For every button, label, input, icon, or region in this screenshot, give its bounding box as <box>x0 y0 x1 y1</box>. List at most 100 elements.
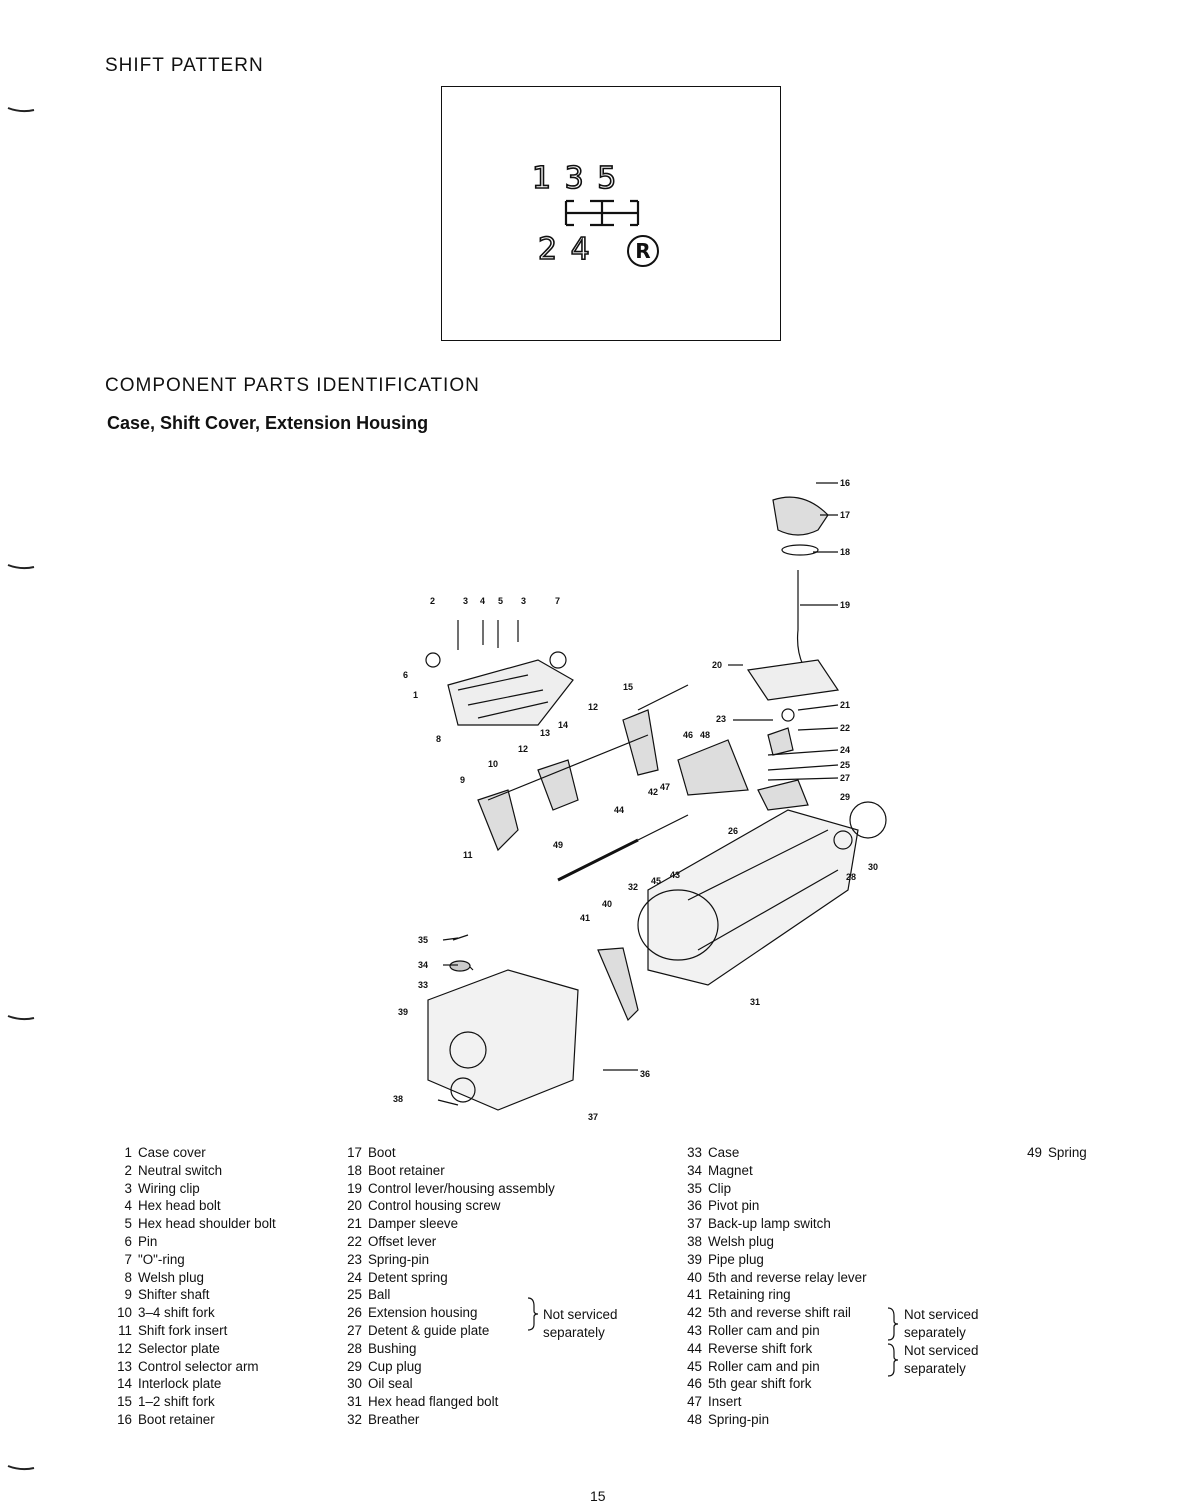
diagram-label: 18 <box>840 547 850 557</box>
diagram-label: 5 <box>498 596 503 606</box>
brace-icon <box>887 1343 899 1377</box>
diagram-label: 3 <box>463 596 468 606</box>
brace-icon <box>887 1307 899 1341</box>
diagram-label: 39 <box>398 1007 408 1017</box>
diagram-label: 1 <box>413 690 418 700</box>
diagram-label: 32 <box>628 882 638 892</box>
margin-mark <box>6 557 36 570</box>
diagram-label: 47 <box>660 782 670 792</box>
diagram-label: 26 <box>728 826 738 836</box>
not-serviced-note: Not serviced <box>904 1307 979 1322</box>
diagram-label: 25 <box>840 760 850 770</box>
diagram-label: 16 <box>840 478 850 488</box>
not-serviced-note: separately <box>543 1325 605 1340</box>
diagram-label: 21 <box>840 700 850 710</box>
shift-pattern-heading: SHIFT PATTERN <box>105 55 264 76</box>
diagram-label: 28 <box>846 872 856 882</box>
diagram-label: 6 <box>403 670 408 680</box>
diagram-label: 38 <box>393 1094 403 1104</box>
diagram-label: 19 <box>840 600 850 610</box>
diagram-label: 2 <box>430 596 435 606</box>
diagram-label: 41 <box>580 913 590 923</box>
component-parts-heading: COMPONENT PARTS IDENTIFICATION <box>105 375 480 396</box>
diagram-label: 8 <box>436 734 441 744</box>
diagram-label: 46 <box>683 730 693 740</box>
diagram-label: 23 <box>716 714 726 724</box>
page-number: 15 <box>590 1488 606 1504</box>
diagram-label: 12 <box>518 744 528 754</box>
not-serviced-note: Not serviced <box>904 1343 979 1358</box>
diagram-label: 14 <box>558 720 568 730</box>
diagram-label: 48 <box>700 730 710 740</box>
not-serviced-note: separately <box>904 1361 966 1376</box>
diagram-label: 42 <box>648 787 658 797</box>
diagram-label: 43 <box>670 870 680 880</box>
diagram-label: 10 <box>488 759 498 769</box>
diagram-label: 12 <box>588 702 598 712</box>
diagram-label: 49 <box>553 840 563 850</box>
exploded-view-diagram: 2 3 4 5 3 7 6 1 8 15 12 14 13 12 10 9 11… <box>393 478 887 1120</box>
diagram-label: 9 <box>460 775 465 785</box>
diagram-label: 29 <box>840 792 850 802</box>
diagram-label: 45 <box>651 876 661 886</box>
diagram-label: 31 <box>750 997 760 1007</box>
diagram-label: 24 <box>840 745 850 755</box>
diagram-label: 22 <box>840 723 850 733</box>
brace-icon <box>527 1297 539 1331</box>
shift-reverse: R <box>627 235 659 267</box>
diagram-label: 27 <box>840 773 850 783</box>
not-serviced-note: Not serviced <box>543 1307 618 1322</box>
diagram-label: 34 <box>418 960 428 970</box>
shift-pattern-box: 1 3 5 2 4 R <box>441 86 781 341</box>
shift-top-row: 1 3 5 <box>531 160 619 197</box>
margin-mark <box>6 1458 36 1471</box>
not-serviced-note: separately <box>904 1325 966 1340</box>
diagram-label: 17 <box>840 510 850 520</box>
diagram-label: 13 <box>540 728 550 738</box>
diagram-label: 40 <box>602 899 612 909</box>
diagram-label: 7 <box>555 596 560 606</box>
